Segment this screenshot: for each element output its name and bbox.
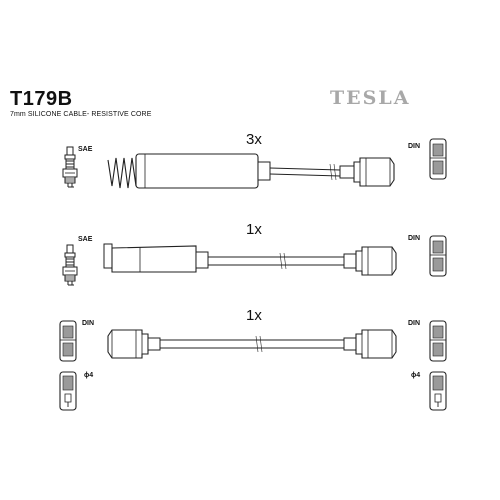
din-cap-icon bbox=[429, 235, 447, 277]
long-plug-boot bbox=[135, 153, 259, 189]
lead-row-2 bbox=[62, 235, 447, 286]
sae-label: SAE bbox=[78, 236, 93, 243]
row-2-quantity: 1x bbox=[246, 221, 262, 238]
sae-label: SAE bbox=[78, 146, 93, 153]
brand-logo: TESLA bbox=[330, 87, 411, 109]
row-3-quantity: 1x bbox=[246, 307, 262, 324]
din-cap-icon bbox=[59, 320, 77, 362]
cable-description: 7mm SILICONE CABLE- RESISTIVE CORE bbox=[10, 111, 152, 118]
spring-icon bbox=[107, 157, 137, 189]
phi4-cap-icon bbox=[59, 371, 77, 411]
spark-plug-icon bbox=[62, 146, 78, 188]
din-boot bbox=[107, 329, 149, 359]
spark-plug-icon bbox=[62, 244, 78, 286]
din-cap-icon bbox=[429, 320, 447, 362]
phi4-cap-icon bbox=[429, 371, 447, 411]
phi4-label: ϕ4 bbox=[84, 372, 94, 379]
lead-row-1 bbox=[62, 138, 447, 189]
row-1-quantity: 3x bbox=[246, 131, 262, 148]
lead-row-3 bbox=[59, 320, 447, 411]
din-cap-icon bbox=[429, 138, 447, 180]
din-label: DIN bbox=[408, 143, 421, 150]
phi4-label: ϕ4 bbox=[411, 372, 421, 379]
part-number-title: T179B bbox=[10, 88, 73, 110]
din-label: DIN bbox=[82, 320, 95, 327]
din-boot bbox=[353, 157, 395, 187]
din-label: DIN bbox=[408, 235, 421, 242]
cable-line bbox=[160, 339, 344, 349]
din-label: DIN bbox=[408, 320, 421, 327]
din-boot bbox=[355, 329, 397, 359]
straight-plug-boot bbox=[111, 245, 197, 273]
cable-line bbox=[269, 167, 341, 177]
din-boot bbox=[355, 246, 397, 276]
cable-line bbox=[208, 256, 344, 266]
